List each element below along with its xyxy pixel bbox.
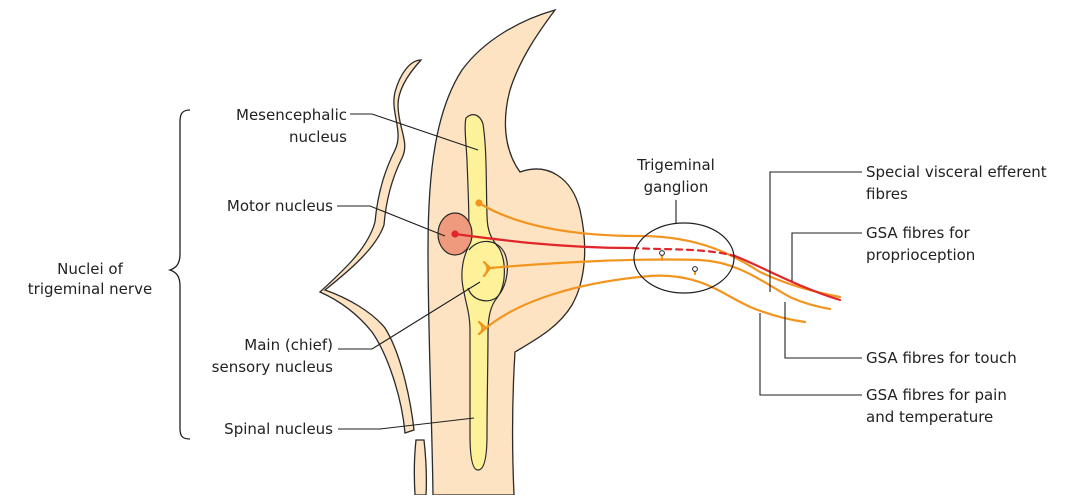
fibre-motor-in-ganglion: [632, 248, 735, 256]
leader-lines: [337, 114, 862, 429]
label-gsa-pain-line2: and temperature: [866, 408, 993, 426]
leader-gsa-proprioception: [792, 233, 862, 281]
label-ganglion-line2: ganglion: [644, 178, 709, 196]
trigeminal-ganglion: [634, 223, 734, 293]
leader-gsa-pain: [760, 313, 862, 395]
nuclei-group-brace: [170, 110, 190, 439]
label-mesencephalic-line2: nucleus: [289, 128, 347, 146]
label-group-line2: trigeminal nerve: [28, 280, 152, 298]
label-mesencephalic-line1: Mesencephalic: [236, 106, 347, 124]
label-main-sensory-line2: sensory nucleus: [212, 358, 334, 376]
brainstem-tissue: [320, 10, 585, 495]
ganglion-cell-body-2: [693, 267, 698, 272]
label-main-sensory-line1: Main (chief): [244, 336, 333, 354]
label-gsa-proprioception-line2: proprioception: [866, 246, 975, 264]
ganglion-cell-body-1: [660, 251, 665, 256]
posterior-wall-lower: [414, 440, 426, 495]
mesencephalic-cell-body: [475, 199, 482, 206]
label-gsa-pain-line1: GSA fibres for pain: [866, 386, 1007, 404]
label-gsa-proprioception-line1: GSA fibres for: [866, 224, 971, 242]
label-spinal-nucleus: Spinal nucleus: [224, 420, 333, 438]
leader-gsa-touch: [785, 302, 862, 358]
label-sve-line1: Special visceral efferent: [866, 163, 1047, 181]
label-sve-line2: fibres: [866, 185, 908, 203]
label-motor-nucleus: Motor nucleus: [227, 197, 333, 215]
motor-nucleus-cell-body: [451, 230, 458, 237]
label-ganglion-line1: Trigeminal: [636, 156, 715, 174]
label-group-line1: Nuclei of: [57, 260, 123, 278]
leader-sve: [770, 172, 862, 292]
label-gsa-touch: GSA fibres for touch: [866, 349, 1017, 367]
